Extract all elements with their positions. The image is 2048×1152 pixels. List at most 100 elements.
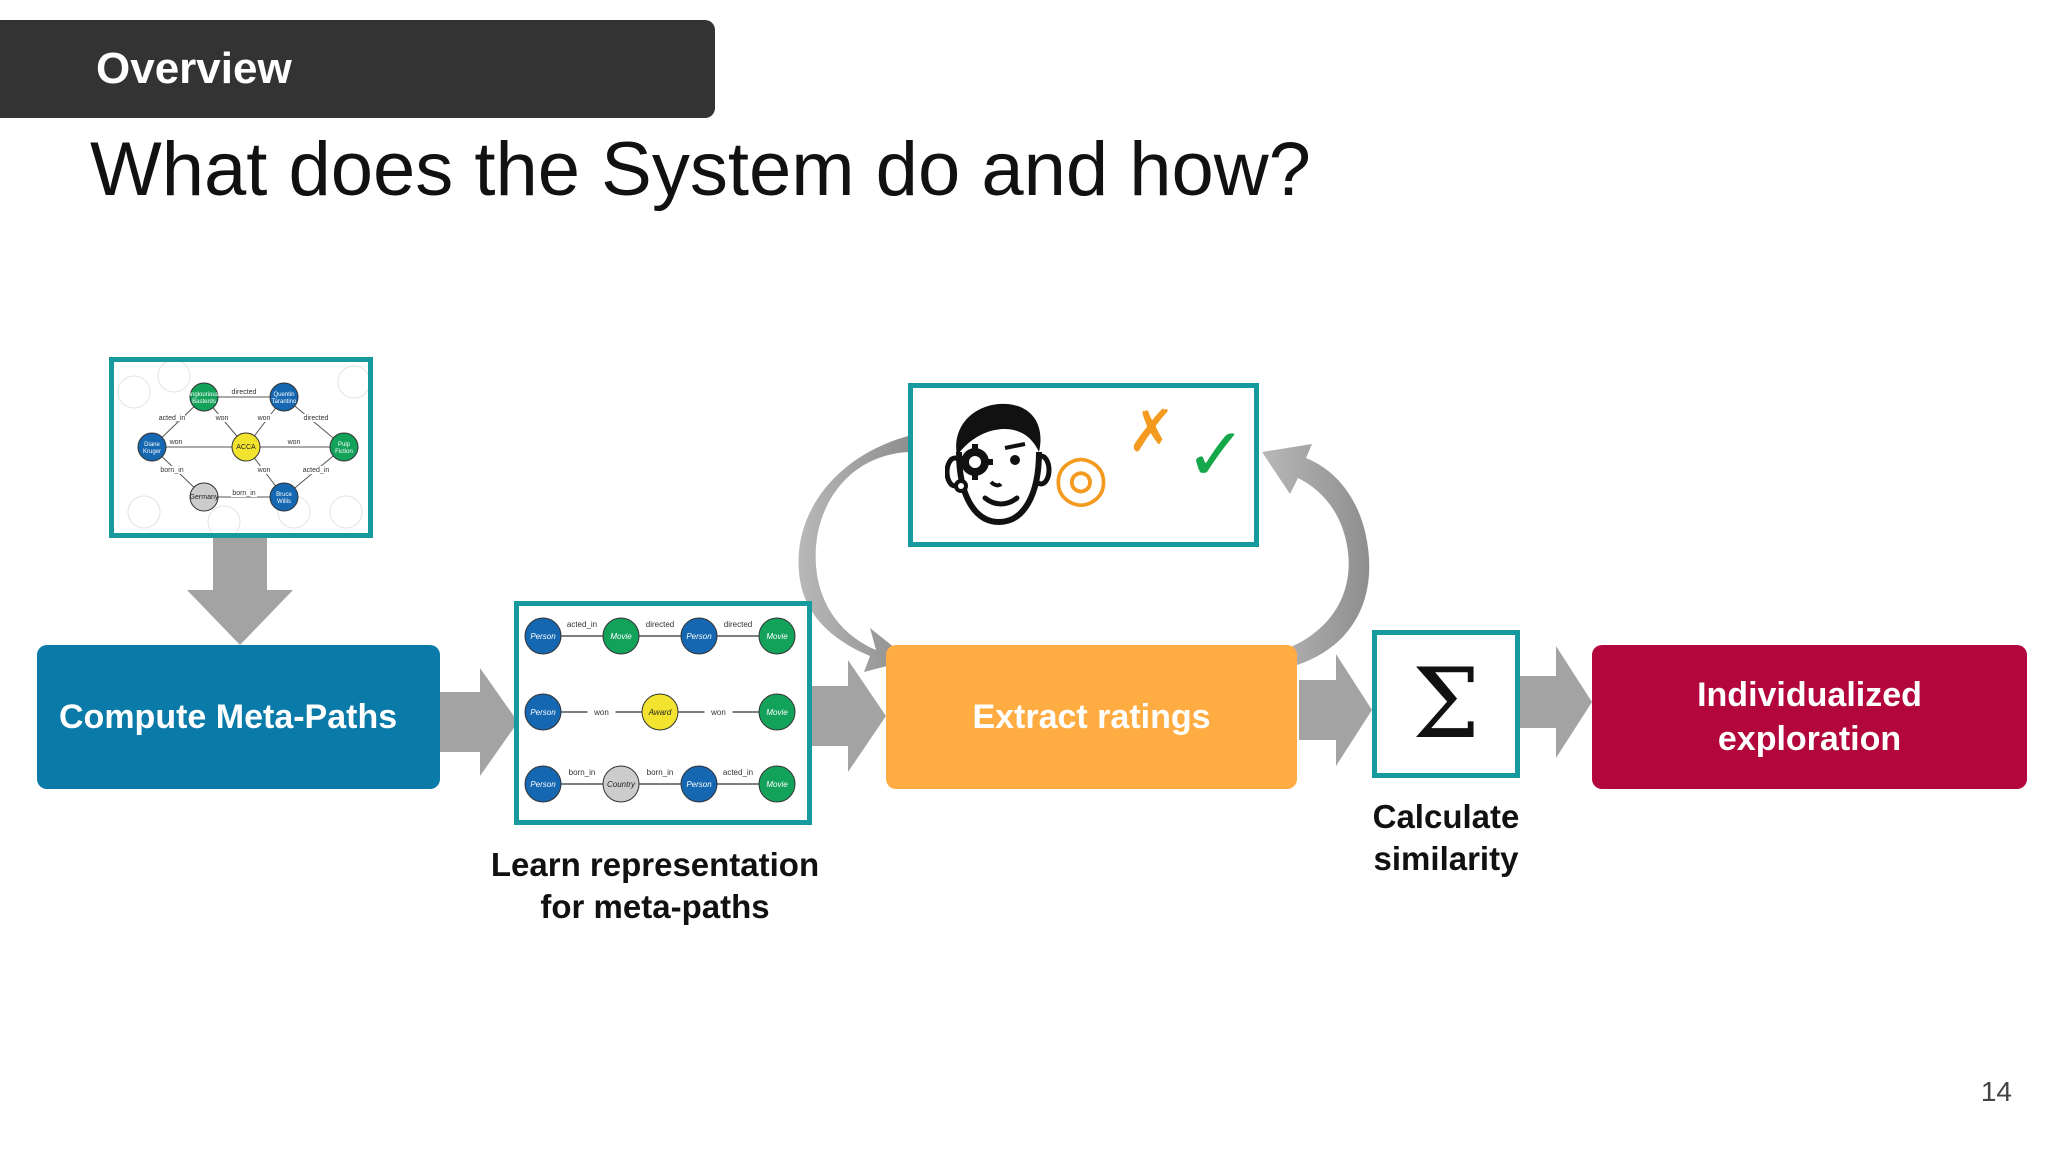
graph-node-label: Fiction <box>335 449 353 455</box>
graph-node-award <box>231 432 261 462</box>
graph-edge-label: won <box>257 467 271 474</box>
graph-node-label: Diane <box>144 442 160 448</box>
meta-path-node-person <box>680 617 718 655</box>
meta-path-edge-label: acted_in <box>567 620 597 629</box>
meta-path-node-label: Person <box>686 632 712 641</box>
extract-ratings-label: Extract ratings <box>972 697 1211 736</box>
meta-path-edge-label: directed <box>646 620 674 629</box>
sigma-icon: Σ <box>1412 648 1480 760</box>
arrow-extract-to-similarity <box>1299 654 1372 766</box>
graph-edge-label: won <box>287 439 301 446</box>
meta-path-edge-label: directed <box>724 620 752 629</box>
ratings-panel: ◎ ✗ ✓ <box>908 383 1259 547</box>
graph-node-label: Germany <box>190 494 219 501</box>
edge-label-bg <box>281 438 307 446</box>
graph-node-person <box>269 482 299 512</box>
meta-path-edge-label: born_in <box>569 768 596 777</box>
edge-label-bg <box>251 414 277 422</box>
meta-path-node-person <box>524 765 562 803</box>
calculate-similarity-caption: Calculate similarity <box>1372 798 1520 877</box>
graph-node-person <box>269 382 299 412</box>
meta-path-node-label: Movie <box>610 632 632 641</box>
meta-path-node-movie <box>758 617 796 655</box>
curved-arrow-panel-to-extract <box>798 436 910 672</box>
meta-path-node-label: Person <box>686 780 712 789</box>
graph-edge-label: born_in <box>160 467 183 474</box>
graph-node-movie <box>189 382 219 412</box>
check-mark-icon: ✓ <box>1185 412 1248 498</box>
graph-edge-label: directed <box>232 389 257 396</box>
graph-background-ring <box>157 359 191 393</box>
graph-node-label: Bruce <box>276 492 292 498</box>
graph-node-label: Basterds <box>192 399 216 405</box>
edge-label-bg <box>303 466 329 474</box>
meta-path-node-person <box>524 693 562 731</box>
graph-edge-label: acted_in <box>159 415 186 422</box>
meta-path-node-label: Movie <box>766 780 788 789</box>
meta-path-edge-label: acted_in <box>723 768 753 777</box>
graph-background-ring <box>117 375 151 409</box>
graph-edge-label: born_in <box>232 490 255 497</box>
meta-path-node-label: Country <box>607 780 636 789</box>
meta-path-node-award <box>641 693 679 731</box>
graph-edge-label: won <box>257 415 271 422</box>
meta-path-node-label: Movie <box>766 708 788 717</box>
edge-label-bg <box>231 388 257 396</box>
compute-meta-paths-label: Compute Meta-Paths <box>59 697 398 736</box>
meta-path-node-label: Award <box>648 708 672 717</box>
target-icon: ◎ <box>1053 441 1109 515</box>
arrow-learn-to-extract <box>812 660 886 772</box>
edge-label-bg <box>163 438 189 446</box>
meta-path-node-label: Movie <box>766 632 788 641</box>
meta-path-edge-label: born_in <box>647 768 674 777</box>
page-number: 14 <box>1980 1076 2012 1107</box>
edge-label-bg <box>159 414 185 422</box>
meta-path-node-country <box>602 765 640 803</box>
arrow-down-to-compute <box>187 537 293 645</box>
section-tag: Overview <box>0 20 715 118</box>
graph-node-label: Willis <box>277 499 291 505</box>
graph-node-label: ACCA <box>236 444 256 451</box>
edge-label-bg <box>587 706 616 716</box>
meta-path-node-label: Person <box>530 780 556 789</box>
edge-label-bg <box>251 466 277 474</box>
similarity-box: Σ <box>1372 630 1520 778</box>
graph-background-ring <box>329 495 363 529</box>
meta-path-node-movie <box>602 617 640 655</box>
graph-edge-label: won <box>169 439 183 446</box>
graph-node-label: Inglourious <box>189 392 218 398</box>
compute-meta-paths-box: Compute Meta-Paths <box>37 645 440 789</box>
graph-node-person <box>137 432 167 462</box>
meta-path-edge-label: won <box>593 708 609 717</box>
arrow-similarity-to-explore <box>1519 646 1592 758</box>
meta-path-node-label: Person <box>530 708 556 717</box>
cross-mark-icon: ✗ <box>1127 397 1176 465</box>
graph-node-label: Kruger <box>143 449 161 455</box>
learn-representation-caption: Learn representation for meta-paths <box>490 846 820 925</box>
graph-node-label: Pulp <box>338 442 351 448</box>
edge-label-bg <box>231 489 257 497</box>
meta-path-node-movie <box>758 693 796 731</box>
graph-edge-label: directed <box>304 415 329 422</box>
graph-edge-label: won <box>215 415 229 422</box>
edge-label-bg <box>159 466 185 474</box>
meta-path-node-person <box>524 617 562 655</box>
meta-path-node-label: Person <box>530 632 556 641</box>
graph-edge-label: acted_in <box>303 467 330 474</box>
graph-background-ring <box>207 505 241 539</box>
graph-node-country <box>189 482 219 512</box>
graph-node-label: Quentin <box>273 392 294 398</box>
curved-arrow-extract-to-panel <box>1262 444 1370 672</box>
slide-title: What does the System do and how? <box>90 127 1311 212</box>
edge-label-bg <box>303 414 329 422</box>
extract-ratings-box: Extract ratings <box>886 645 1297 789</box>
graph-node-movie <box>329 432 359 462</box>
graph-node-label: Tarantino <box>272 399 297 405</box>
edge-label-bg <box>704 706 733 716</box>
edge-label-bg <box>209 414 235 422</box>
